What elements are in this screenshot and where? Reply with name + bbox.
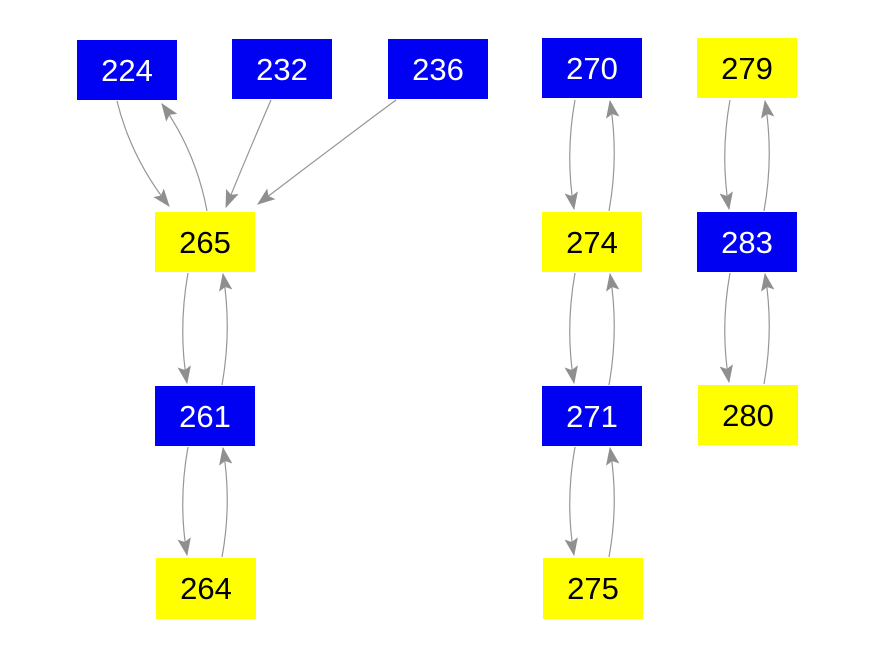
edge-283-to-279: [761, 99, 775, 212]
edge-232-to-265: [225, 99, 272, 209]
node-224[interactable]: 224: [77, 40, 177, 100]
node-275[interactable]: 275: [543, 558, 643, 619]
edge-280-to-283: [761, 272, 775, 385]
node-279[interactable]: 279: [697, 38, 797, 98]
node-271[interactable]: 271: [542, 386, 642, 446]
node-270[interactable]: 270: [542, 38, 642, 98]
edge-261-to-265: [219, 272, 233, 386]
edge-236-to-265: [257, 99, 397, 205]
edge-275-to-271: [606, 446, 620, 558]
node-265[interactable]: 265: [155, 212, 255, 272]
node-261[interactable]: 261: [155, 386, 255, 446]
edge-271-to-274: [606, 272, 620, 386]
edge-270-to-274: [564, 99, 578, 211]
edge-274-to-271: [564, 272, 578, 385]
node-232[interactable]: 232: [232, 39, 332, 99]
edge-271-to-275: [564, 446, 578, 557]
node-283[interactable]: 283: [697, 212, 797, 272]
edge-265-to-261: [177, 272, 191, 385]
node-236[interactable]: 236: [388, 39, 488, 99]
edge-283-to-280: [719, 272, 733, 384]
edge-274-to-270: [606, 99, 620, 212]
node-274[interactable]: 274: [542, 212, 642, 272]
edge-261-to-264: [177, 446, 191, 557]
edge-265-to-224: [161, 103, 208, 212]
edge-264-to-261: [219, 446, 233, 558]
node-264[interactable]: 264: [156, 558, 256, 619]
node-280[interactable]: 280: [698, 385, 798, 445]
edge-279-to-283: [719, 99, 733, 211]
edge-224-to-265: [116, 100, 170, 207]
